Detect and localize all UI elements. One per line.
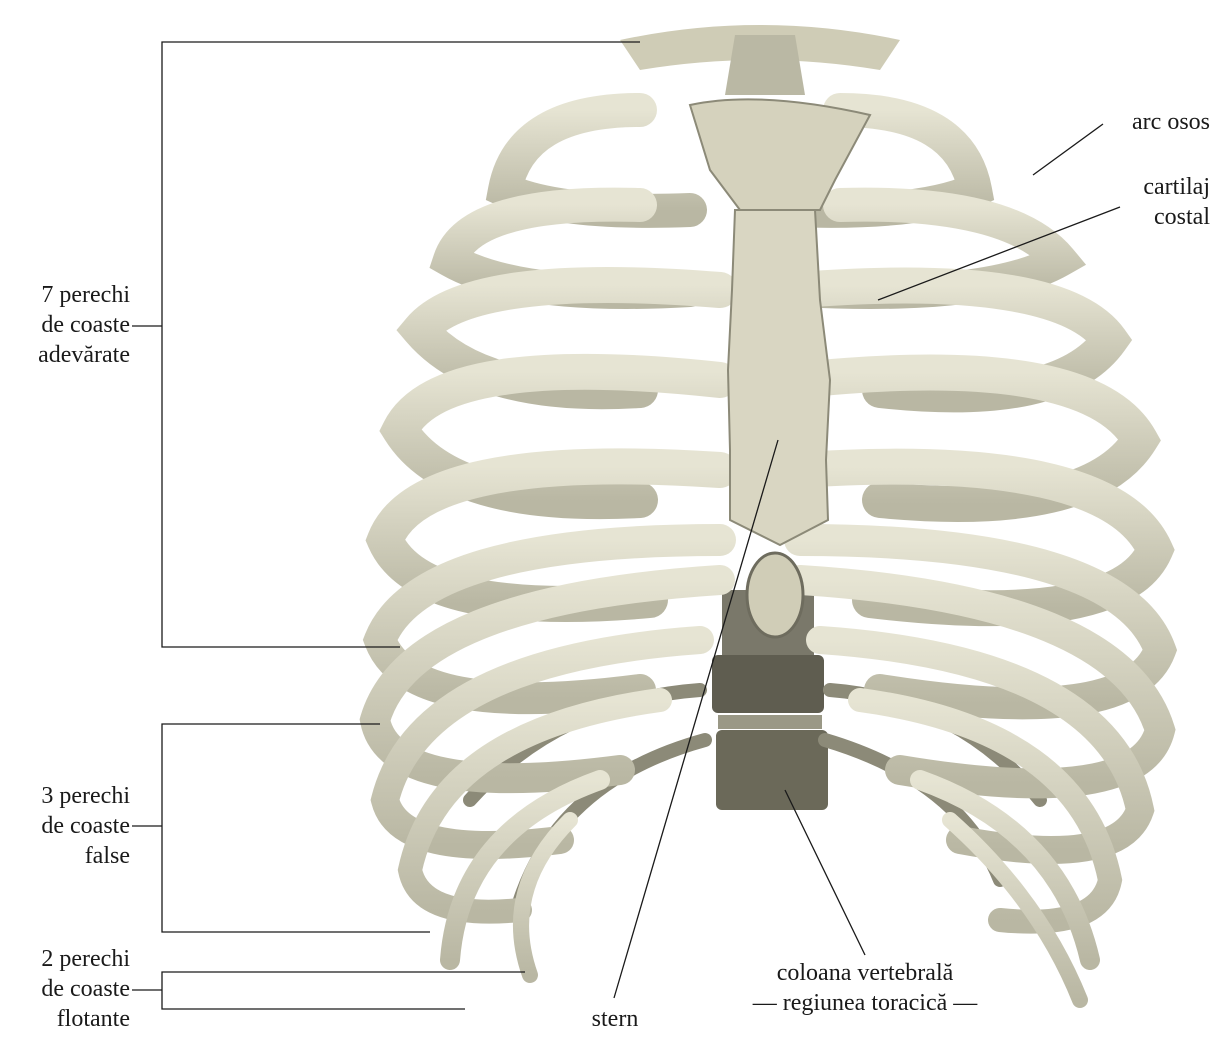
label-sternum: stern bbox=[570, 1004, 660, 1034]
label-bone-arc: arc osos bbox=[1060, 107, 1210, 137]
label-false-ribs-line2: de coaste bbox=[10, 811, 130, 841]
label-floating-ribs-line3: flotante bbox=[10, 1004, 130, 1034]
label-spine-line1: coloana vertebrală bbox=[715, 958, 1015, 988]
leader-spine bbox=[785, 790, 865, 955]
bracket-floating-ribs bbox=[162, 972, 525, 1009]
label-false-ribs: 3 perechi de coaste false bbox=[10, 781, 130, 871]
label-floating-ribs: 2 perechi de coaste flotante bbox=[10, 944, 130, 1034]
label-floating-ribs-line2: de coaste bbox=[10, 974, 130, 1004]
label-true-ribs-line1: 7 perechi bbox=[10, 280, 130, 310]
label-costal-cartilage-line1: cartilaj bbox=[1060, 172, 1210, 202]
label-false-ribs-line1: 3 perechi bbox=[10, 781, 130, 811]
label-costal-cartilage-line2: costal bbox=[1060, 202, 1210, 232]
ribs-left bbox=[375, 110, 720, 975]
ribs-right bbox=[790, 110, 1160, 1000]
label-false-ribs-line3: false bbox=[10, 841, 130, 871]
label-floating-ribs-line1: 2 perechi bbox=[10, 944, 130, 974]
label-true-ribs-line3: adevărate bbox=[10, 340, 130, 370]
label-costal-cartilage: cartilaj costal bbox=[1060, 172, 1210, 232]
label-true-ribs-line2: de coaste bbox=[10, 310, 130, 340]
label-true-ribs: 7 perechi de coaste adevărate bbox=[10, 280, 130, 370]
label-spine-line2: — regiunea toracică — bbox=[715, 988, 1015, 1018]
label-spine: coloana vertebrală — regiunea toracică — bbox=[715, 958, 1015, 1018]
